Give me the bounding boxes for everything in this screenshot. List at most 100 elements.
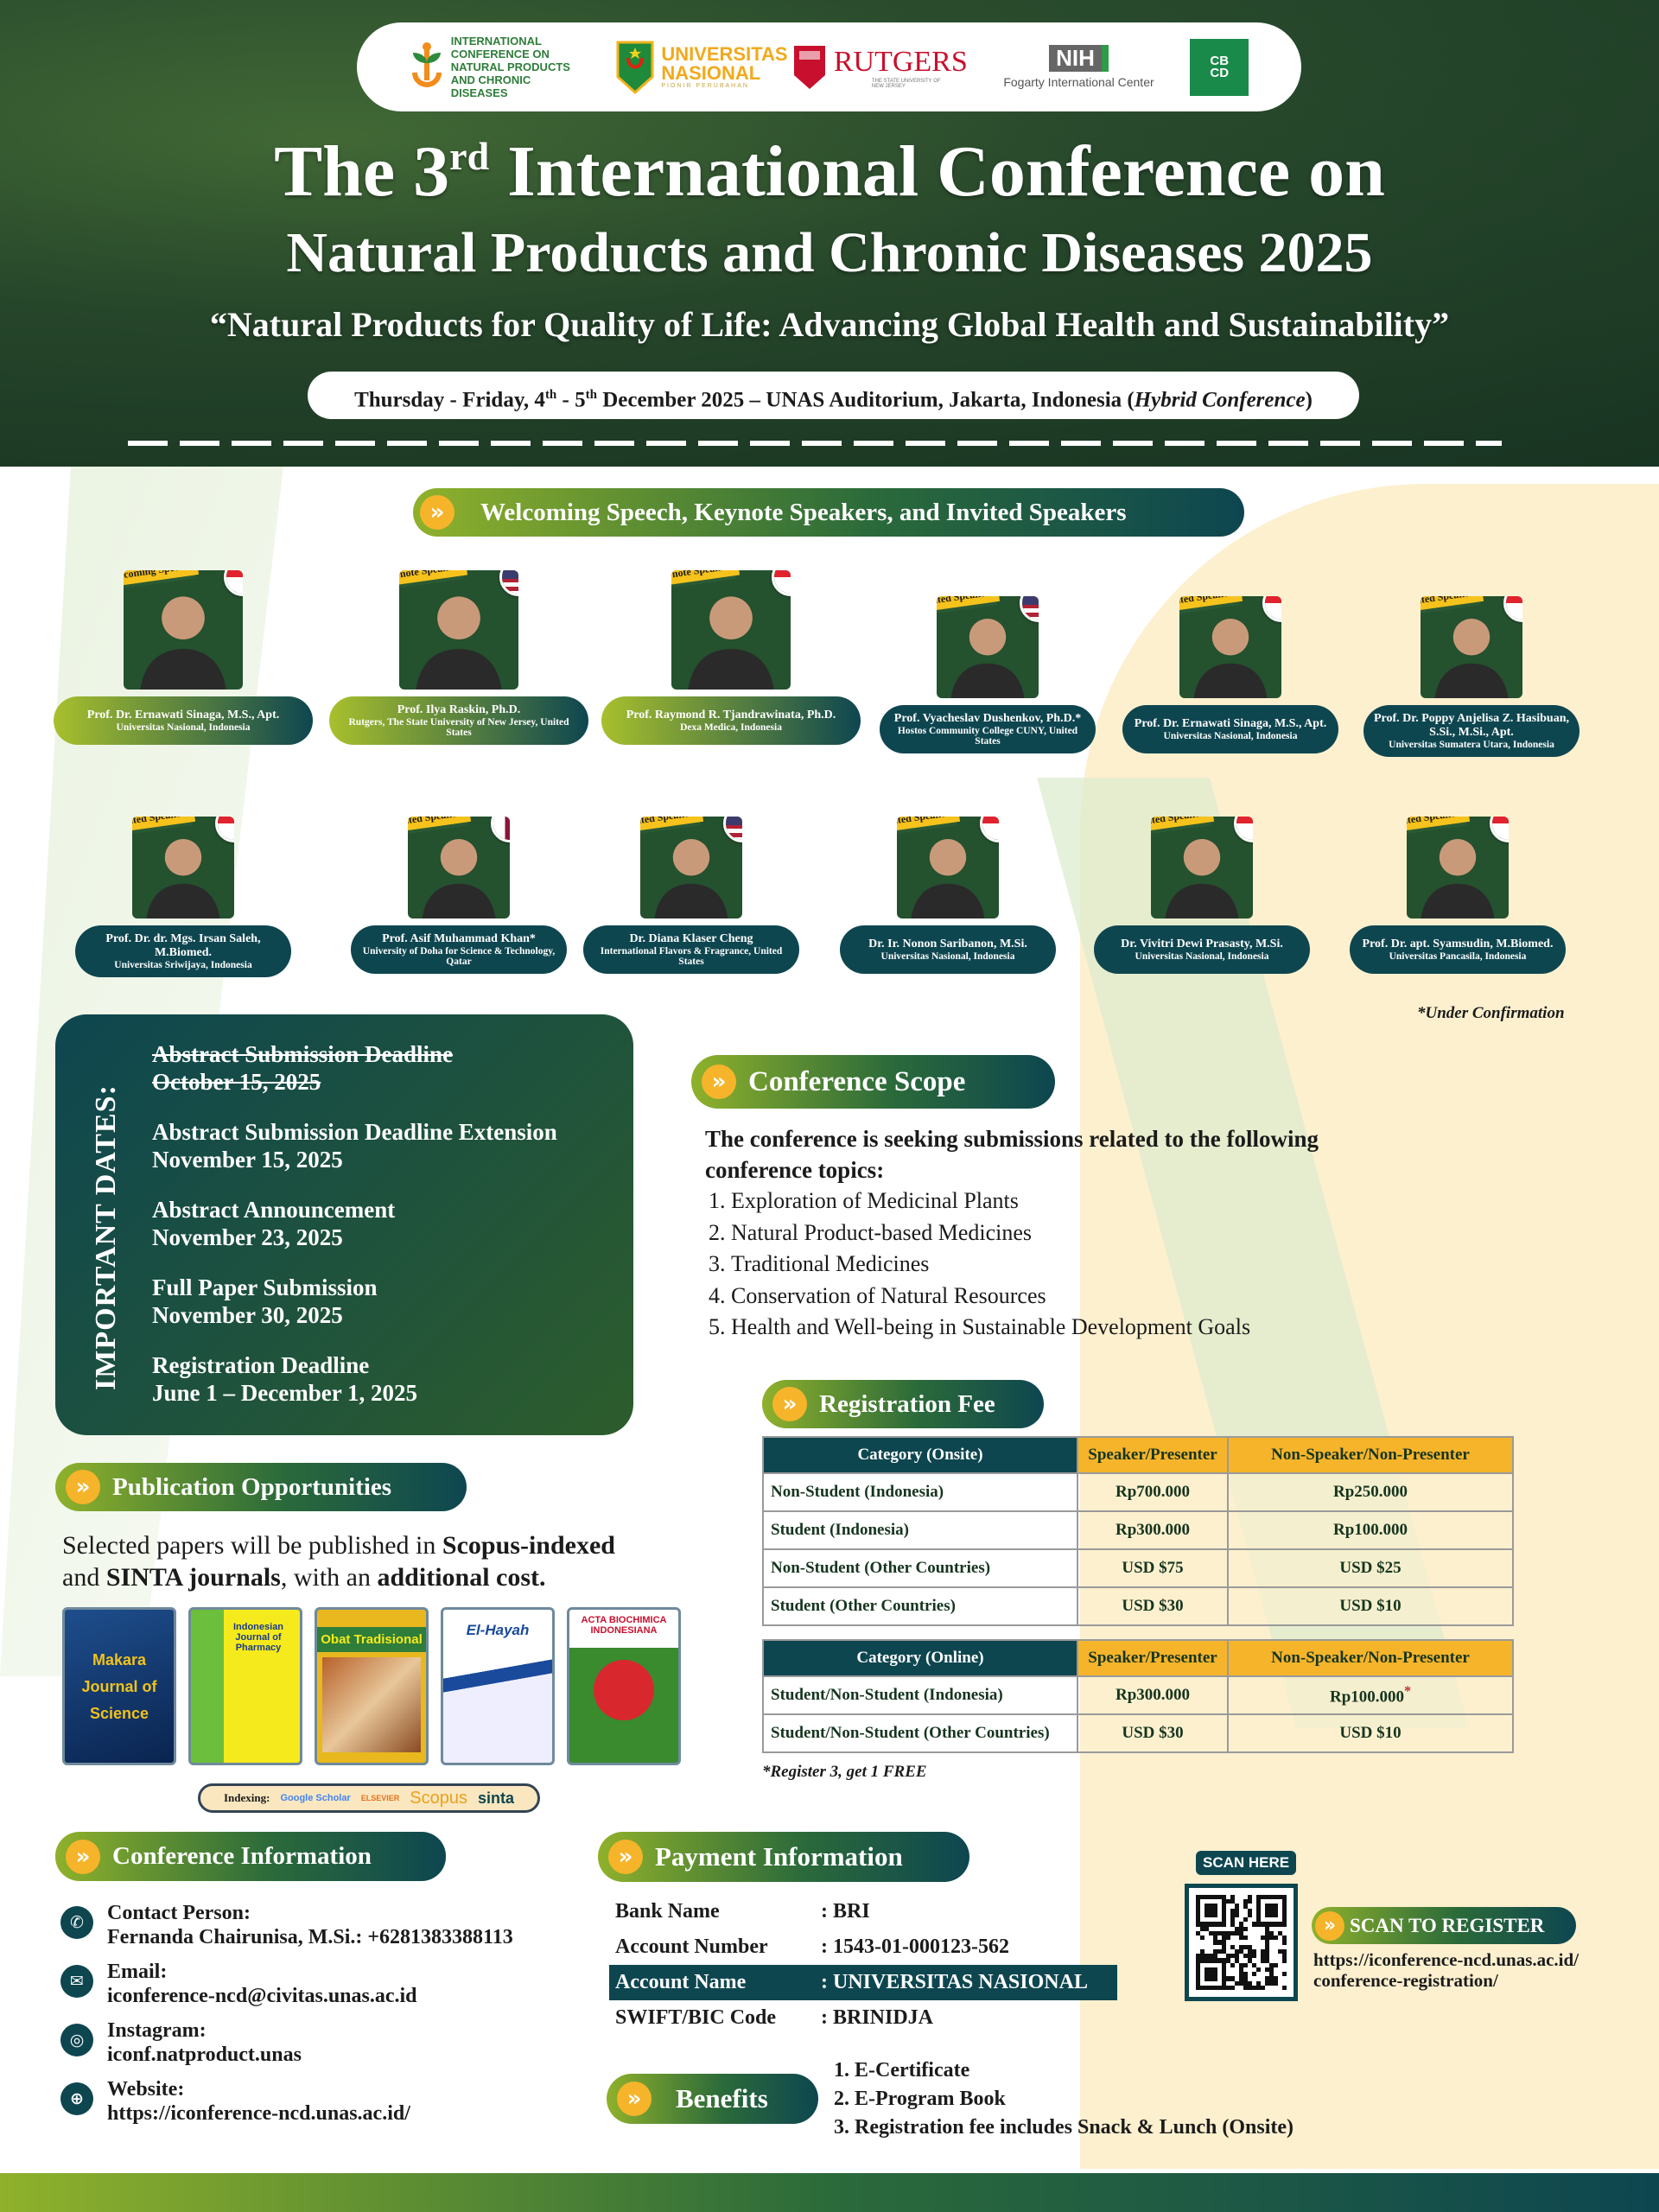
speaker-name: Prof. Raymond R. Tjandrawinata, Ph.D. — [626, 709, 836, 721]
chevron-right-icon: » — [66, 1470, 100, 1504]
mail-icon: ✉ — [60, 1965, 93, 1998]
speaker-photo: Invited Speaker — [937, 596, 1039, 698]
speaker-card: Invited Speaker Prof. Dr. apt. Syamsudin… — [1328, 817, 1587, 974]
under-confirmation-note: *Under Confirmation — [1417, 1004, 1565, 1022]
speaker-name-pill: Prof. Dr. dr. Mgs. Irsan Saleh, M.Biomed… — [75, 925, 291, 977]
speaker-affiliation: Universitas Pancasila, Indonesia — [1389, 951, 1527, 962]
benefits-heading: » Benefits — [607, 2074, 818, 2124]
flag-usa-icon — [1020, 596, 1039, 622]
scope-topic: Traditional Medicines — [731, 1249, 1250, 1281]
contact-instagram: ◎Instagram:iconf.natproduct.unas — [60, 2018, 513, 2067]
instagram-icon: ◎ — [60, 2024, 93, 2056]
speaker-name: Prof. Ilya Raskin, Ph.D. — [397, 703, 521, 716]
unas-logo: UNIVERSITAS NASIONAL PIONIR PERUBAHAN — [616, 41, 788, 94]
contact-email: ✉Email:iconference-ncd@civitas.unas.ac.i… — [60, 1960, 513, 2008]
scan-here-label: SCAN HERE — [1196, 1851, 1297, 1875]
speaker-name: Prof. Dr. Ernawati Sinaga, M.S., Apt. — [86, 709, 280, 721]
phone-number[interactable]: Fernanda Chairunisa, M.Si.: +62813833881… — [107, 1926, 513, 1948]
registration-fee-heading: » Registration Fee — [762, 1380, 1044, 1428]
speaker-name-pill: Dr. Ir. Nonon Saribanon, M.Si. Universit… — [840, 925, 1056, 974]
email-link[interactable]: iconference-ncd@civitas.unas.ac.id — [107, 1985, 417, 2007]
speaker-affiliation: Dexa Medica, Indonesia — [680, 722, 782, 733]
speaker-name: Dr. Vivitri Dewi Prasasty, M.Si. — [1121, 938, 1283, 950]
scope-topic: Conservation of Natural Resources — [731, 1281, 1250, 1313]
scope-heading: » Conference Scope — [691, 1055, 1055, 1109]
speaker-affiliation: International Flavors & Fragrance, Unite… — [600, 946, 783, 967]
conference-title-line2: Natural Products and Chronic Diseases 20… — [286, 221, 1373, 284]
indexing-bar: Indexing: Google Scholar ELSEVIER Scopus… — [198, 1783, 540, 1813]
conference-title: The 3rd International Conference on — [274, 131, 1385, 212]
publication-text: Selected papers will be published in Sco… — [62, 1531, 615, 1592]
rutgers-logo: RUTGERS THE STATE UNIVERSITY OF NEW JERS… — [792, 44, 968, 91]
chevron-right-icon: » — [1315, 1910, 1344, 1941]
speaker-name-pill: Prof. Ilya Raskin, Ph.D. Rutgers, The St… — [329, 696, 588, 745]
scope-topic: Natural Product-based Medicines — [731, 1217, 1250, 1249]
speaker-photo: Invited Speaker — [1151, 817, 1253, 918]
contact-website: ⊕Website:https://iconference-ncd.unas.ac… — [60, 2077, 513, 2126]
benefits-list: E-CertificateE-Program BookRegistration … — [836, 2056, 1294, 2142]
journal-cover: El-Hayah — [441, 1607, 555, 1765]
website-link[interactable]: https://iconference-ncd.unas.ac.id/ — [107, 2102, 410, 2125]
speaker-card: Invited Speaker Dr. Ir. Nonon Saribanon,… — [818, 817, 1077, 974]
speaker-card: Invited Speaker Prof. Dr. dr. Mgs. Irsan… — [54, 817, 313, 977]
speaker-affiliation: Universitas Nasional, Indonesia — [1163, 731, 1298, 741]
speaker-photo: Invited Speaker — [1421, 596, 1522, 698]
fee-note: *Register 3, get 1 FREE — [762, 1763, 927, 1781]
phone-icon: ✆ — [60, 1906, 93, 1939]
speaker-name: Prof. Dr. Ernawati Sinaga, M.S., Apt. — [1134, 717, 1327, 730]
scope-topic: Health and Well-being in Sustainable Dev… — [731, 1312, 1250, 1344]
payment-row: Bank Name: BRI — [615, 1900, 870, 1923]
journal-cover: Indonesian Journal of Pharmacy — [188, 1607, 302, 1765]
speaker-name-pill: Prof. Dr. apt. Syamsudin, M.Biomed. Univ… — [1350, 925, 1566, 974]
speaker-affiliation: Universitas Nasional, Indonesia — [880, 951, 1015, 962]
cbcd-logo: CB CD — [1190, 38, 1249, 96]
payment-row: Account Number: 1543-01-000123-562 — [615, 1936, 1009, 1958]
speaker-affiliation: Universitas Nasional, Indonesia — [116, 722, 251, 733]
chevron-right-icon: » — [66, 1839, 100, 1874]
journal-cover: Makara Journal of Science — [62, 1607, 176, 1765]
flag-usa-icon — [723, 817, 742, 842]
chevron-right-icon: » — [608, 1840, 643, 1874]
speaker-photo: Invited Speaker — [640, 817, 742, 918]
speaker-photo: Invited Speaker — [1179, 596, 1281, 698]
scan-to-register-button[interactable]: » SCAN TO REGISTER — [1312, 1907, 1576, 1944]
speaker-name-pill: Prof. Dr. Poppy Anjelisa Z. Hasibuan, S.… — [1363, 705, 1580, 757]
speaker-card: Invited Speaker Prof. Dr. Ernawati Sinag… — [1101, 596, 1360, 753]
logo-bar: INTERNATIONAL CONFERENCE ON NATURAL PROD… — [357, 22, 1301, 111]
registration-qr-code[interactable] — [1185, 1884, 1298, 2001]
important-dates-panel: IMPORTANT DATES: Abstract Submission Dea… — [55, 1014, 633, 1435]
benefit-item: E-Program Book — [855, 2085, 1294, 2113]
instagram-link[interactable]: iconf.natproduct.unas — [107, 2044, 302, 2066]
speaker-name-pill: Prof. Raymond R. Tjandrawinata, Ph.D. De… — [601, 696, 861, 745]
contact-person: ✆Contact Person:Fernanda Chairunisa, M.S… — [60, 1901, 513, 1949]
speaker-affiliation: Universitas Nasional, Indonesia — [1135, 951, 1269, 962]
registration-url[interactable]: https://iconference-ncd.unas.ac.id/confe… — [1313, 1949, 1580, 1991]
speaker-photo: Invited Speaker — [897, 817, 999, 918]
speaker-affiliation: Universitas Sriwijaya, Indonesia — [114, 960, 252, 970]
chevron-right-icon: » — [702, 1065, 736, 1099]
conference-info-heading: » Conference Information — [55, 1832, 446, 1881]
payment-row: Account Name: UNIVERSITAS NASIONAL — [609, 1965, 1117, 2000]
footer-band — [0, 2173, 1659, 2212]
speaker-photo: Keynote Speaker — [399, 570, 518, 690]
journal-cover: Obat Tradisional — [315, 1607, 429, 1765]
speaker-name-pill: Prof. Vyacheslav Dushenkov, Ph.D.* Hosto… — [880, 705, 1096, 753]
chevron-right-icon: » — [420, 495, 454, 530]
payment-heading: » Payment Information — [598, 1832, 969, 1882]
speaker-affiliation: Hostos Community College CUNY, United St… — [897, 726, 1078, 747]
speaker-affiliation: Universitas Sumatera Utara, Indonesia — [1389, 740, 1554, 750]
speaker-name-pill: Prof. Dr. Ernawati Sinaga, M.S., Apt. Un… — [1122, 705, 1338, 753]
decor-shape — [1080, 484, 1659, 2169]
speaker-photo: Invited Speaker — [132, 817, 234, 918]
speaker-name-pill: Prof. Dr. Ernawati Sinaga, M.S., Apt. Un… — [54, 696, 313, 745]
speaker-name: Prof. Dr. apt. Syamsudin, M.Biomed. — [1362, 938, 1554, 950]
journal-cover: ACTA BIOCHIMICA INDONESIANA — [567, 1607, 681, 1765]
speaker-name: Prof. Dr. dr. Mgs. Irsan Saleh, M.Biomed… — [105, 932, 261, 959]
publication-heading: » Publication Opportunities — [55, 1463, 467, 1511]
